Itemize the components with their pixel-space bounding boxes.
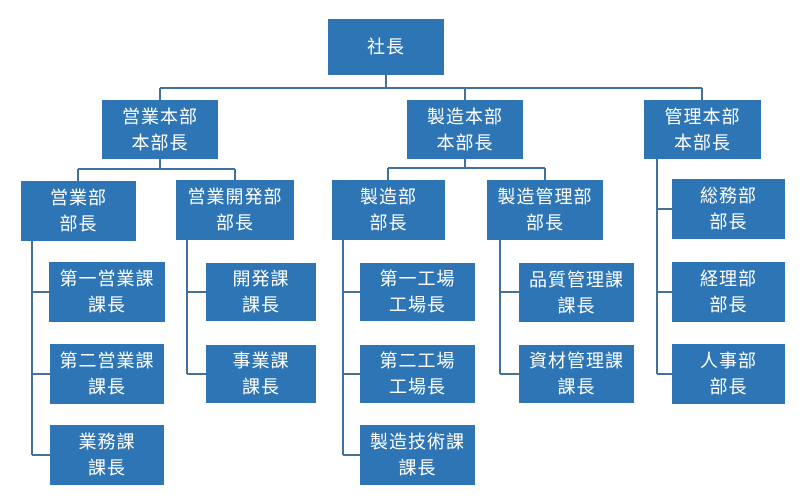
org-node-manufacturing-hq: 製造本部 本部長 <box>407 100 523 159</box>
node-role: 本部長 <box>436 132 494 153</box>
org-node-manufacturing-admin-dept: 製造管理部 部長 <box>487 180 603 240</box>
node-role: 課長 <box>88 377 126 397</box>
node-role: 部長 <box>216 213 254 233</box>
node-title: 資材管理課 <box>529 351 624 371</box>
node-role: 工場長 <box>389 377 446 397</box>
node-title: 人事部 <box>700 351 757 371</box>
org-node-quality-control-section: 品質管理課 課長 <box>519 263 634 322</box>
node-role: 部長 <box>709 377 748 397</box>
org-node-sales-dev-dept: 営業開発部 部長 <box>176 180 294 240</box>
node-title: 製造本部 <box>427 106 503 127</box>
org-node-admin-hq: 管理本部 本部長 <box>644 100 761 159</box>
node-role: 部長 <box>526 213 564 233</box>
node-title: 営業部 <box>50 188 107 208</box>
org-node-sales-dept: 営業部 部長 <box>21 181 136 241</box>
node-title: 製造部 <box>360 187 417 207</box>
org-node-manufacturing-dept: 製造部 部長 <box>332 180 445 240</box>
org-node-factory-2: 第二工場 工場長 <box>360 345 475 403</box>
node-title: 製造管理部 <box>497 187 593 207</box>
org-node-factory-1: 第一工場 工場長 <box>360 263 475 321</box>
org-node-business-section: 事業課 課長 <box>206 345 316 403</box>
node-title: 開発課 <box>232 269 290 289</box>
connector-path <box>31 75 703 456</box>
node-title: 事業課 <box>232 351 290 371</box>
node-title: 第一営業課 <box>59 269 155 289</box>
node-role: 課長 <box>557 295 596 316</box>
node-role: 工場長 <box>389 295 446 315</box>
org-node-sales-section-1: 第一営業課 課長 <box>49 262 165 322</box>
node-title: 製造技術課 <box>370 432 465 452</box>
org-node-sales-hq: 営業本部 本部長 <box>102 100 218 159</box>
node-title: 品質管理課 <box>529 269 624 290</box>
node-title: 第二工場 <box>379 351 456 371</box>
org-node-development-section: 開発課 課長 <box>206 263 316 321</box>
node-role: 課長 <box>557 377 596 397</box>
node-title: 第一工場 <box>379 269 456 289</box>
org-node-manufacturing-tech-section: 製造技術課 課長 <box>360 425 475 485</box>
org-node-general-affairs-dept: 総務部 部長 <box>672 179 785 239</box>
node-role: 課長 <box>398 458 437 478</box>
org-node-accounting-dept: 経理部 部長 <box>672 262 785 322</box>
node-title: 業務課 <box>78 432 136 452</box>
node-title: 営業開発部 <box>187 187 283 207</box>
org-node-materials-control-section: 資材管理課 課長 <box>519 345 634 403</box>
node-role: 本部長 <box>131 132 189 153</box>
node-title: 第二営業課 <box>59 351 155 371</box>
node-role: 課長 <box>242 295 280 315</box>
node-role: 課長 <box>88 295 126 315</box>
node-title: 営業本部 <box>122 106 198 127</box>
org-node-sales-section-2: 第二営業課 課長 <box>50 344 164 404</box>
org-node-president: 社長 <box>328 19 444 75</box>
node-role: 部長 <box>369 213 408 233</box>
org-node-hr-dept: 人事部 部長 <box>672 344 785 404</box>
node-role: 本部長 <box>674 132 731 153</box>
node-role: 部長 <box>709 295 748 315</box>
node-title: 社長 <box>367 37 405 57</box>
node-title: 経理部 <box>700 269 757 289</box>
org-node-operations-section: 業務課 課長 <box>50 425 164 485</box>
node-title: 総務部 <box>700 186 757 206</box>
node-role: 課長 <box>88 458 126 478</box>
node-role: 課長 <box>242 377 280 397</box>
node-role: 部長 <box>59 214 98 234</box>
node-title: 管理本部 <box>664 106 741 127</box>
node-role: 部長 <box>709 212 748 232</box>
